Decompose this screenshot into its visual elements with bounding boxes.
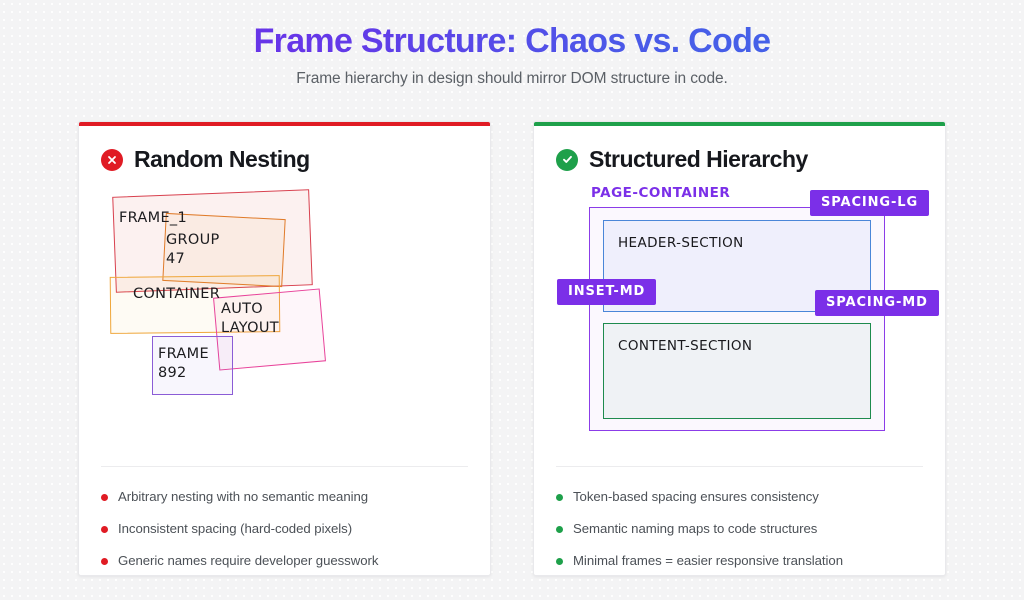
bullet-item: Inconsistent spacing (hard-coded pixels)	[101, 520, 472, 538]
structured-box-content-section	[603, 323, 871, 419]
check-circle-icon	[556, 148, 578, 171]
bullet-item: Generic names require developer guesswor…	[101, 552, 472, 570]
page-title: Frame Structure: Chaos vs. Code	[0, 22, 1024, 61]
bullet-dot-icon	[556, 557, 563, 565]
chaos-frame-label: GROUP 47	[166, 232, 220, 268]
structured-box-page-container	[589, 207, 885, 431]
page-header: Frame Structure: Chaos vs. Code Frame hi…	[0, 0, 1024, 88]
chaos-frame-label: FRAME 892	[158, 346, 209, 382]
card-header-chaos: Random Nesting	[101, 146, 468, 173]
spacing-token-badge: SPACING-MD	[815, 290, 939, 316]
bullet-text: Inconsistent spacing (hard-coded pixels)	[118, 520, 353, 536]
bullet-text: Token-based spacing ensures consistency	[573, 489, 819, 504]
card-accent-bar-chaos	[79, 122, 490, 126]
bullet-dot-icon	[101, 525, 108, 533]
chaos-frame-label: CONTAINER	[133, 286, 221, 302]
bullet-text: Minimal frames = easier responsive trans…	[573, 552, 843, 568]
chaos-frame-label: FRAME_1	[119, 210, 187, 226]
divider-structured	[556, 466, 923, 467]
structured-box-label: CONTENT-SECTION	[618, 338, 753, 354]
bullet-text: Arbitrary nesting with no semantic meani…	[118, 489, 369, 504]
card-structured-hierarchy: Structured Hierarchy PAGE-CONTAINER HEADE…	[533, 121, 946, 576]
bullet-dot-icon	[101, 557, 108, 565]
chaos-frame-box	[152, 336, 233, 395]
bullet-text: Generic names require developer guesswor…	[118, 552, 379, 568]
card-accent-bar-structured	[534, 122, 945, 126]
page-subtitle: Frame hierarchy in design should mirror …	[296, 70, 728, 88]
bullet-item: Minimal frames = easier responsive trans…	[556, 552, 927, 570]
structured-diagram: PAGE-CONTAINER HEADER-SECTION CONTENT-SECT…	[556, 179, 939, 434]
card-title-structured: Structured Hierarchy	[589, 146, 808, 172]
page-container-label: PAGE-CONTAINER	[591, 185, 731, 201]
bullet-dot-icon	[101, 494, 108, 501]
card-title-chaos: Random Nesting	[134, 146, 310, 172]
structured-box-label: HEADER-SECTION	[618, 235, 744, 251]
spacing-token-badge: SPACING-LG	[810, 190, 930, 216]
bullet-list-chaos: Arbitrary nesting with no semantic meani…	[101, 488, 472, 575]
bullet-dot-icon	[556, 525, 563, 533]
divider-chaos	[101, 466, 468, 467]
bullet-dot-icon	[556, 494, 563, 501]
bullet-item: Token-based spacing ensures consistency	[556, 488, 927, 506]
card-header-structured: Structured Hierarchy	[556, 146, 923, 173]
spacing-token-badge: INSET-MD	[557, 279, 657, 305]
x-circle-icon	[101, 148, 123, 171]
bullet-text: Semantic naming maps to code structures	[573, 520, 818, 536]
bullet-item: Semantic naming maps to code structures	[556, 520, 927, 538]
chaos-frame-label: AUTO LAYOUT	[221, 301, 279, 337]
bullet-item: Arbitrary nesting with no semantic meani…	[101, 488, 472, 506]
